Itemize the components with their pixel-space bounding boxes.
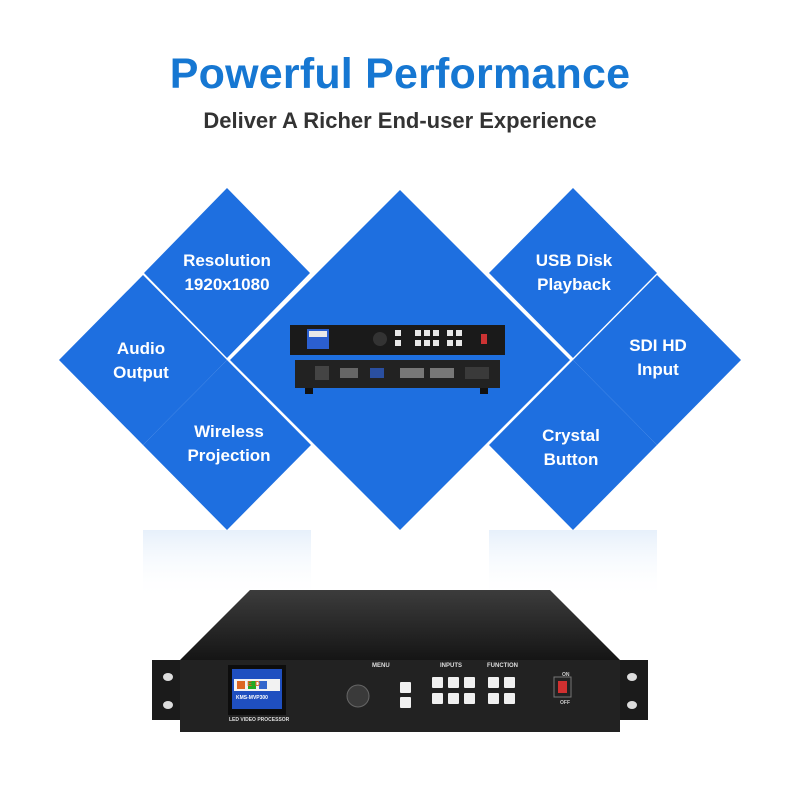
panel-caption: LED VIDEO PROCESSOR — [229, 717, 290, 723]
led-video-processor — [152, 590, 648, 732]
menu-label: MENU — [372, 663, 390, 669]
feature-sdi: SDI HD Input — [629, 336, 687, 379]
function-label: FUNCTION — [487, 663, 518, 669]
feature-usb: USB Disk Playback — [535, 251, 613, 294]
feature-audio: Audio Output — [113, 339, 169, 382]
lcd-model-text: KMS-MVP300 — [236, 695, 268, 701]
page-subtitle: Deliver A Richer End-user Experience — [203, 108, 597, 133]
power-off-label: OFF — [560, 700, 570, 706]
inputs-label: INPUTS — [440, 663, 463, 669]
diamond-wireless — [143, 360, 311, 530]
feature-resolution: Resolution 1920x1080 — [183, 251, 271, 294]
diamond-usb — [489, 188, 657, 358]
diamond-resolution — [144, 188, 310, 358]
feature-crystal: Crystal Button — [542, 426, 600, 469]
page-title: Powerful Performance — [169, 50, 631, 98]
diamond-crystal — [489, 360, 657, 530]
device-thumbnail — [290, 325, 505, 394]
lcd-screen-text: LED — [240, 681, 263, 688]
power-on-label: ON — [562, 672, 570, 678]
feature-wireless: Wireless Projection — [187, 422, 271, 465]
